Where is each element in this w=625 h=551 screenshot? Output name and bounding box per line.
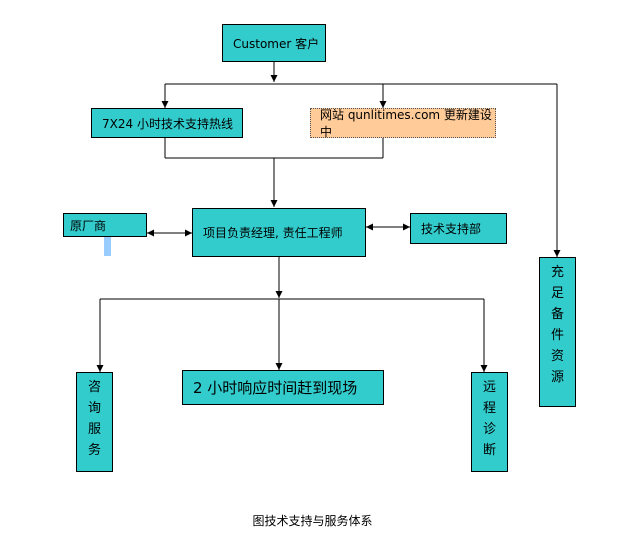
remote-char: 断 [482, 443, 496, 458]
center-box: 项目负责经理, 责任工程师 [192, 208, 366, 257]
spare-char: 源 [550, 370, 564, 385]
spare-char: 资 [550, 349, 564, 364]
consult-char: 询 [87, 401, 101, 416]
consult-char: 务 [87, 443, 101, 458]
vendor-label: 原厂商 [70, 218, 107, 233]
accent-bar [104, 237, 111, 256]
spare-char: 备 [550, 307, 564, 322]
customer-box: Customer 客户 [222, 24, 326, 62]
website-label: 网站 qunlitimes.com 更新建设中 [320, 108, 492, 139]
consult-char: 咨 [87, 380, 101, 395]
vendor-box: 原厂商 [63, 213, 147, 237]
hotline-label: 7X24 小时技术支持热线 [102, 116, 233, 131]
remote-box: 远 程 诊 断 [471, 372, 508, 472]
consult-char: 服 [87, 422, 101, 437]
figure-caption: 图技术支持与服务体系 [252, 514, 373, 528]
spare-char: 充 [550, 265, 564, 280]
center-label: 项目负责经理, 责任工程师 [203, 226, 343, 240]
spare-parts-box: 充 足 备 件 资 源 [539, 257, 576, 407]
website-box: 网站 qunlitimes.com 更新建设中 [310, 108, 496, 139]
remote-char: 程 [482, 401, 496, 416]
onsite-box: 2 小时响应时间赶到现场 [182, 370, 384, 405]
remote-char: 诊 [482, 422, 496, 437]
onsite-label: 2 小时响应时间赶到现场 [193, 379, 358, 397]
tech-support-label: 技术支持部 [421, 222, 482, 236]
remote-char: 远 [482, 380, 496, 395]
consult-box: 咨 询 服 务 [76, 372, 113, 472]
hotline-box: 7X24 小时技术支持热线 [91, 108, 243, 138]
customer-label: Customer 客户 [233, 36, 320, 51]
spare-char: 足 [550, 286, 564, 301]
tech-support-box: 技术支持部 [410, 213, 507, 244]
spare-char: 件 [550, 328, 564, 343]
